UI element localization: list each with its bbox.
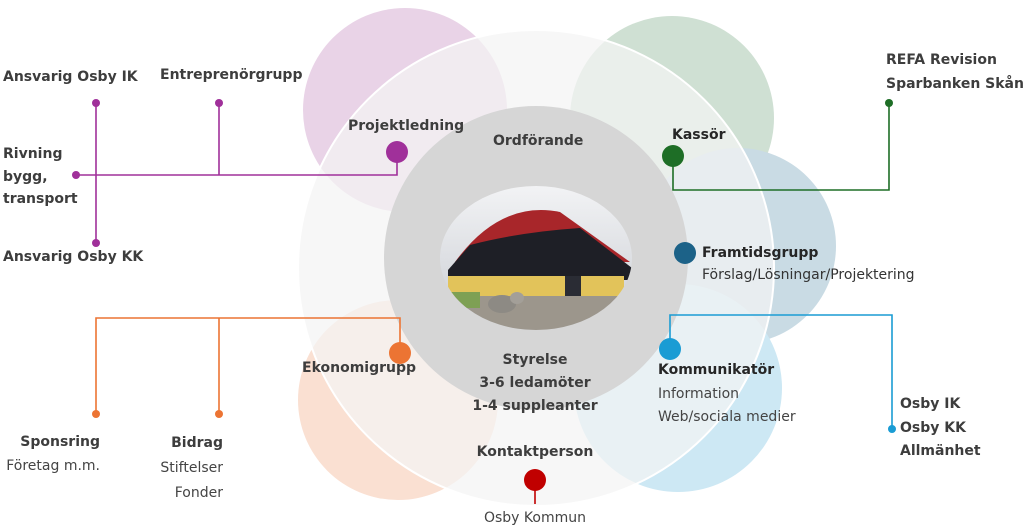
kommunikator-connector — [669, 314, 893, 429]
rivning-label: Rivning — [3, 146, 63, 162]
foretag-label: Företag m.m. — [6, 458, 100, 474]
kontaktperson-label: Kontaktperson — [476, 444, 594, 460]
refa-dot — [885, 99, 893, 107]
ekonomigrupp-label: Ekonomigrupp — [302, 360, 417, 376]
bidrag-dot — [215, 410, 223, 418]
suppleanter-label: 1-4 suppleanter — [472, 398, 598, 414]
sponsring-dot — [92, 410, 100, 418]
allmanhet-label: Allmänhet — [900, 443, 981, 459]
osby-ik-label: Osby IK — [900, 396, 961, 412]
center-photo — [440, 186, 632, 330]
kommunikator-branch-dot — [888, 425, 896, 433]
osby-kk-label: Osby KK — [900, 420, 966, 436]
web-sociala-label: Web/sociala medier — [658, 409, 796, 425]
framtidsgrupp-node[interactable] — [674, 242, 696, 264]
ledamoter-label: 3-6 ledamöter — [479, 375, 591, 391]
kommunikator-node[interactable] — [659, 338, 681, 360]
bygg-label: bygg, — [3, 169, 48, 185]
ordforande-label: Ordförande — [493, 133, 584, 149]
styrelse-label: Styrelse — [502, 352, 568, 368]
rivning-dot — [72, 171, 80, 179]
framtidsgrupp-label: Framtidsgrupp — [702, 245, 819, 261]
transport-label: transport — [3, 191, 78, 207]
sparbanken-label: Sparbanken Skåne — [886, 76, 1024, 92]
ansvarig-kk-dot — [92, 239, 100, 247]
sponsring-label: Sponsring — [20, 434, 100, 450]
projektledning-node[interactable] — [386, 141, 408, 163]
information-label: Information — [658, 386, 740, 402]
ansvarig-osby-ik-label: Ansvarig Osby IK — [3, 69, 138, 85]
osby-kommun-label: Osby Kommun — [483, 510, 586, 526]
entreprenorgrupp-label: Entreprenörgrupp — [160, 67, 303, 83]
kassor-connector — [672, 103, 890, 191]
ansvarig-osby-kk-label: Ansvarig Osby KK — [3, 249, 144, 265]
fonder-label: Fonder — [174, 485, 223, 501]
ekonomigrupp-node[interactable] — [389, 342, 411, 364]
kommunikator-label: Kommunikatör — [658, 362, 775, 378]
projektledning-label: Projektledning — [348, 118, 465, 134]
kontaktperson-node[interactable] — [524, 469, 546, 491]
framtidsgrupp-sub: Förslag/Lösningar/Projektering — [702, 267, 915, 283]
ekonomigrupp-connectors — [95, 317, 401, 414]
ansvarig-ik-dot — [92, 99, 100, 107]
bidrag-label: Bidrag — [171, 435, 223, 451]
kassor-node[interactable] — [662, 145, 684, 167]
kassor-label: Kassör — [672, 127, 726, 143]
stiftelser-label: Stiftelser — [160, 460, 223, 476]
entreprenor-dot — [215, 99, 223, 107]
refa-revision-label: REFA Revision — [886, 52, 997, 68]
